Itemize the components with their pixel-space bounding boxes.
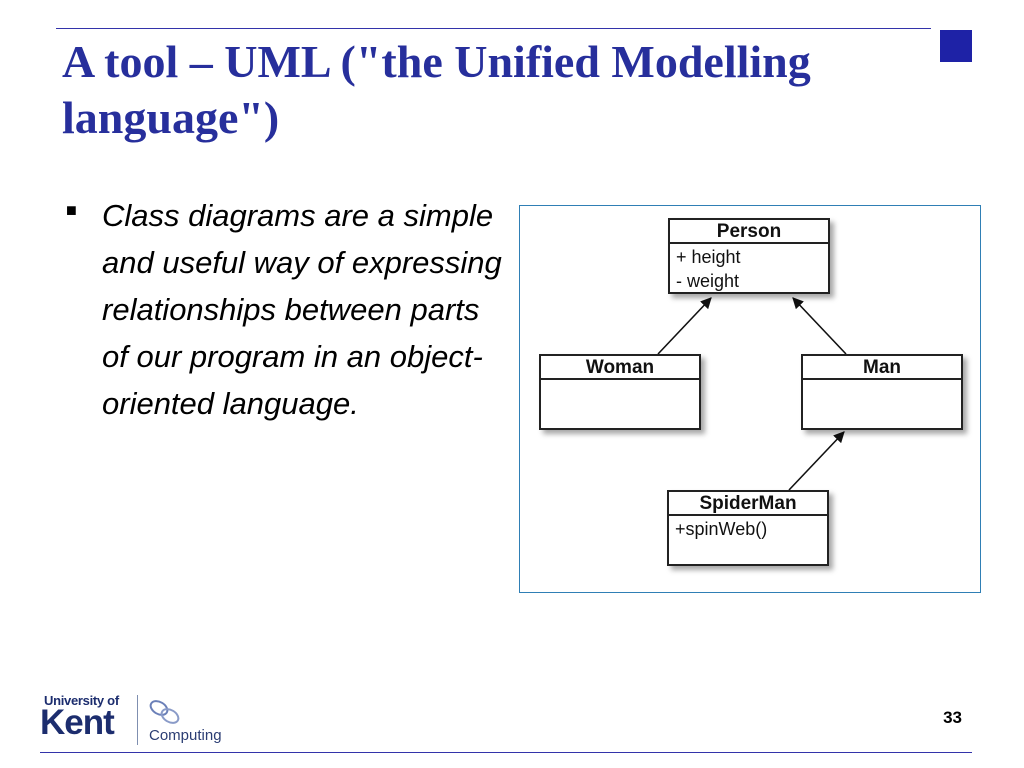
class-spiderman-name: SpiderMan — [669, 492, 827, 516]
man-to-person-arrow — [792, 297, 847, 355]
logo-department-text: Computing — [149, 727, 222, 744]
class-woman: Woman — [539, 354, 701, 430]
computing-swirl-icon — [149, 700, 180, 724]
logo-university-text: University of — [44, 693, 119, 708]
woman-to-person-arrow — [657, 297, 712, 355]
class-spiderman: SpiderMan +spinWeb() — [667, 490, 829, 566]
class-spiderman-method: +spinWeb() — [675, 519, 768, 539]
inheritance-arrows — [657, 297, 847, 491]
top-rule — [56, 28, 931, 29]
uml-class-diagram: Person + height - weight Woman Man Spide… — [519, 205, 981, 593]
university-logo: University of Kent Computing — [40, 693, 240, 749]
class-person-name: Person — [670, 220, 828, 244]
slide-title: A tool – UML ("the Unified Modelling lan… — [62, 36, 811, 143]
logo-divider — [137, 695, 138, 745]
class-woman-name: Woman — [541, 356, 699, 380]
corner-square-decoration — [940, 30, 972, 62]
bullet-text: Class diagrams are a simple and useful w… — [102, 198, 502, 421]
class-person-attribute: - weight — [676, 271, 740, 291]
page-number: 33 — [943, 708, 962, 727]
bottom-rule — [40, 752, 972, 753]
logo-kent-text: Kent — [40, 703, 115, 742]
class-man: Man — [801, 354, 963, 430]
square-bullet-icon: ■ — [66, 200, 77, 220]
class-person: Person + height - weight — [668, 218, 830, 294]
class-man-name: Man — [803, 356, 961, 380]
class-person-attribute: + height — [676, 247, 741, 267]
spiderman-to-man-arrow — [788, 431, 845, 491]
